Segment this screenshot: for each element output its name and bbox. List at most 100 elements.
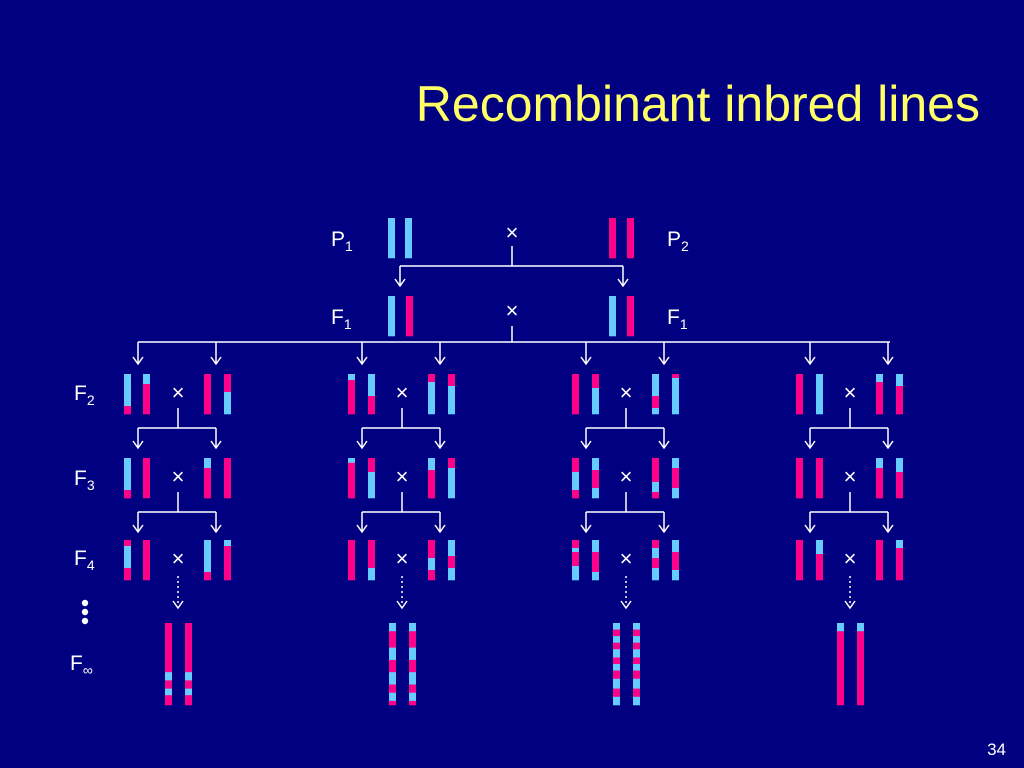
arrow-head-icon: [132, 440, 144, 450]
chromosome-segment: [672, 540, 679, 553]
arrow-head-icon: [804, 524, 816, 534]
chromosome-segment: [448, 568, 455, 581]
f4-chromosome: [448, 540, 455, 581]
chromosome-segment: [428, 382, 435, 415]
chromosome-segment: [592, 374, 599, 389]
chromosome-segment: [592, 572, 599, 581]
label-f3: F3: [74, 467, 95, 493]
chromosome-segment: [572, 552, 579, 567]
chromosome-segment: [204, 540, 211, 573]
f3-chromosome: [124, 458, 131, 499]
chromosome-segment: [368, 396, 375, 415]
f3-chromosome: [224, 458, 231, 499]
chromosome-segment: [368, 458, 375, 473]
chromosome-segment: [204, 458, 211, 469]
chromosome-segment: [609, 296, 616, 337]
chromosome-segment: [572, 374, 579, 415]
f3-chromosome: [652, 458, 659, 499]
f2-chromosome: [652, 374, 659, 415]
cross-symbol: ×: [396, 546, 409, 571]
chromosome-segment: [143, 458, 150, 499]
chromosome-segment: [633, 629, 640, 637]
f2-chromosome: [348, 374, 355, 415]
arrow-head-icon: [617, 278, 629, 288]
chromosome-segment: [652, 548, 659, 559]
chromosome-segment: [124, 568, 131, 581]
chromosome-segment: [428, 458, 435, 471]
chromosome-segment: [876, 374, 883, 383]
chromosome-segment: [448, 374, 455, 387]
chromosome-segment: [572, 472, 579, 491]
chromosome-segment: [613, 664, 620, 671]
chromosome-segment: [633, 678, 640, 689]
f2-chromosome: [796, 374, 803, 415]
chromosome-segment: [348, 458, 355, 464]
arrow-head-icon: [434, 440, 446, 450]
f3-chromosome: [876, 458, 883, 499]
chromosome-segment: [572, 458, 579, 473]
chromosome-segment: [224, 458, 231, 499]
label-p2: P2: [667, 228, 689, 254]
chromosome-segment: [165, 680, 172, 689]
f-infinity-chromosome: [837, 623, 844, 706]
arrow-head-icon: [658, 440, 670, 450]
chromosome-segment: [837, 623, 844, 632]
arrow-head-icon: [658, 356, 670, 366]
chromosome-segment: [613, 623, 620, 630]
chromosome-segment: [652, 540, 659, 549]
chromosome-segment: [633, 664, 640, 671]
f2-chromosome: [143, 374, 150, 415]
p2-chromosome: [627, 218, 634, 259]
chromosome-segment: [796, 374, 803, 415]
chromosome-segment: [672, 374, 679, 379]
f4-chromosome: [428, 540, 435, 581]
chromosome-segment: [816, 458, 823, 499]
chromosome-segment: [389, 692, 396, 702]
chromosome-segment: [816, 540, 823, 555]
arrow-head-icon: [658, 524, 670, 534]
f2-chromosome: [428, 374, 435, 415]
chromosome-segment: [633, 623, 640, 630]
chromosome-segment: [633, 642, 640, 650]
f2-chromosome: [368, 374, 375, 415]
label-f2: F2: [74, 382, 95, 408]
f4-chromosome: [348, 540, 355, 581]
arrow-head-icon: [356, 356, 368, 366]
label-f1-left: F1: [331, 306, 352, 332]
chromosome-segment: [672, 552, 679, 571]
chromosome-segment: [652, 396, 659, 409]
chromosome-segment: [837, 631, 844, 706]
cross-symbol: ×: [172, 380, 185, 405]
chromosome-segment: [633, 657, 640, 665]
chromosome-segment: [165, 672, 172, 681]
chromosome-segment: [592, 470, 599, 489]
chromosome-segment: [572, 548, 579, 553]
f2-chromosome: [876, 374, 883, 415]
chromosome-segment: [613, 642, 620, 650]
f3-chromosome: [672, 458, 679, 499]
generation-ellipsis-icon: [81, 599, 89, 625]
chromosome-segment: [368, 374, 375, 397]
chromosome-segment: [613, 636, 620, 643]
arrow-head-icon: [580, 524, 592, 534]
chromosome-segment: [613, 629, 620, 637]
chromosome-segment: [652, 568, 659, 581]
f1-chromosome: [627, 296, 634, 337]
chromosome-segment: [816, 554, 823, 581]
chromosome-segment: [428, 374, 435, 383]
cross-symbols: ××××××××××××××: [172, 220, 857, 571]
chromosome-segment: [672, 488, 679, 499]
chromosome-segment: [389, 623, 396, 632]
chromosome-segment: [633, 636, 640, 643]
chromosome-segment: [224, 546, 231, 581]
arrow-head-icon: [132, 524, 144, 534]
f4-chromosome: [652, 540, 659, 581]
chromosome-segment: [816, 374, 823, 415]
chromosome-segment: [876, 382, 883, 415]
chromosome-segment: [652, 408, 659, 415]
chromosome-segment: [389, 659, 396, 673]
chromosome-segment: [876, 458, 883, 469]
p2-chromosome: [609, 218, 616, 259]
chromosome-segment: [185, 688, 192, 696]
